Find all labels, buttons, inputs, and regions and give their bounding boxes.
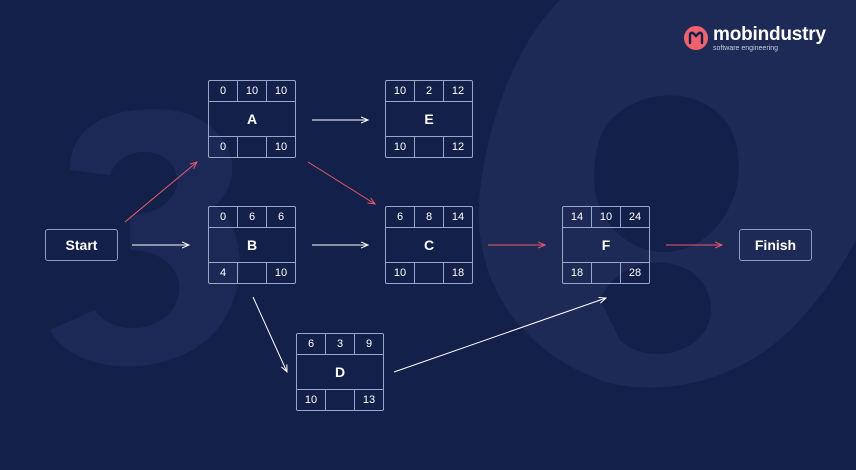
duration: 3 [325,334,354,354]
activity-name: E [424,111,434,127]
activity-name: C [423,237,435,253]
activity-name: F [601,237,611,253]
late-start: 10 [304,394,318,406]
background-swirl-loop [600,262,711,355]
early-start: 14 [570,211,584,223]
activity-name: D [334,364,346,380]
arrow-start-to-a [124,162,197,223]
arrow-b-to-d [252,296,287,372]
duration: 10 [591,207,620,227]
early-start: 6 [307,338,315,350]
late-finish: 13 [354,390,383,410]
arrow-a-to-c [307,161,375,204]
slack [414,263,443,283]
late-start: 4 [219,267,227,279]
logo-wordmark: mobindustry [713,24,826,45]
activity-name: B [246,237,258,253]
late-start: 10 [393,141,407,153]
late-finish: 28 [620,263,649,283]
early-start: 10 [393,85,407,97]
logo-mark-icon [684,26,708,50]
activity-name: A [246,111,258,127]
early-finish: 12 [443,81,472,101]
logo-tagline: software engineering [713,45,778,52]
background-digit-three [50,109,240,367]
early-finish: 14 [443,207,472,227]
slack [237,263,266,283]
duration: 6 [237,207,266,227]
early-finish: 24 [620,207,649,227]
late-finish: 12 [443,137,472,157]
late-start: 18 [570,267,584,279]
slack [591,263,620,283]
early-start: 6 [396,211,404,223]
late-start: 0 [219,141,227,153]
early-start: 0 [219,211,227,223]
finish-node: Finish [739,229,812,261]
late-finish: 10 [266,137,295,157]
early-start: 0 [219,85,227,97]
duration: 8 [414,207,443,227]
early-finish: 9 [354,334,383,354]
slack [414,137,443,157]
late-finish: 10 [266,263,295,283]
duration: 10 [237,81,266,101]
late-start: 10 [393,267,407,279]
arrow-d-to-f [393,298,606,373]
late-finish: 18 [443,263,472,283]
start-node: Start [45,229,118,261]
slack [237,137,266,157]
early-finish: 6 [266,207,295,227]
background-swirl-inner [594,95,739,252]
duration: 2 [414,81,443,101]
slack [325,390,354,410]
early-finish: 10 [266,81,295,101]
